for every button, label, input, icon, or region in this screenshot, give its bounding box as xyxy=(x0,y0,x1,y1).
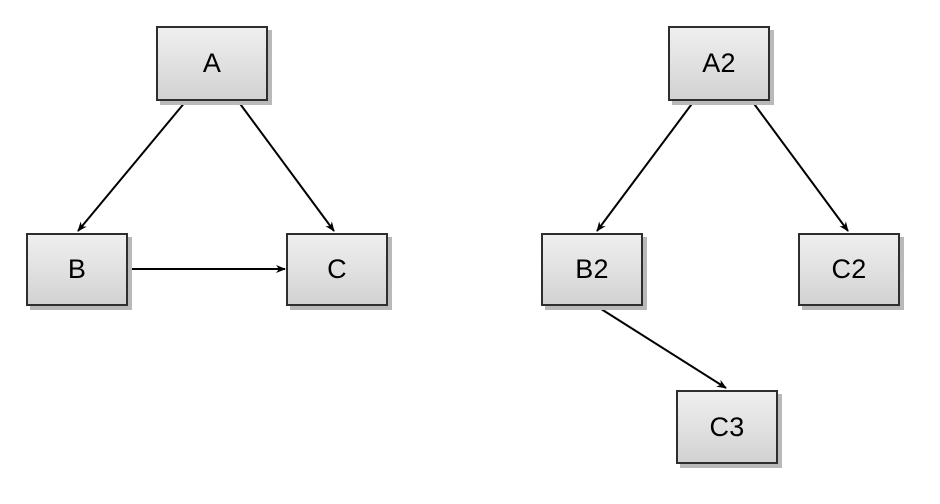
node-label: A2 xyxy=(702,48,736,78)
edge-a2-to-c2 xyxy=(751,100,849,232)
node-b[interactable]: B xyxy=(26,233,128,306)
edge-a-to-c xyxy=(237,100,335,232)
edge-a2-to-b2 xyxy=(596,100,695,232)
node-label: B xyxy=(67,254,87,284)
edge-a-to-b xyxy=(77,100,187,232)
node-c2[interactable]: C2 xyxy=(798,233,900,306)
node-label: C xyxy=(327,254,347,284)
node-c3[interactable]: C3 xyxy=(676,390,778,464)
edge-b2-to-c3 xyxy=(597,306,727,389)
node-label: B2 xyxy=(575,254,609,284)
node-label: A xyxy=(202,48,222,78)
node-a2[interactable]: A2 xyxy=(668,26,770,101)
node-c[interactable]: C xyxy=(286,233,388,306)
node-a[interactable]: A xyxy=(156,26,268,101)
node-b2[interactable]: B2 xyxy=(541,233,643,306)
node-label: C3 xyxy=(709,411,745,442)
node-label: C2 xyxy=(831,254,867,284)
